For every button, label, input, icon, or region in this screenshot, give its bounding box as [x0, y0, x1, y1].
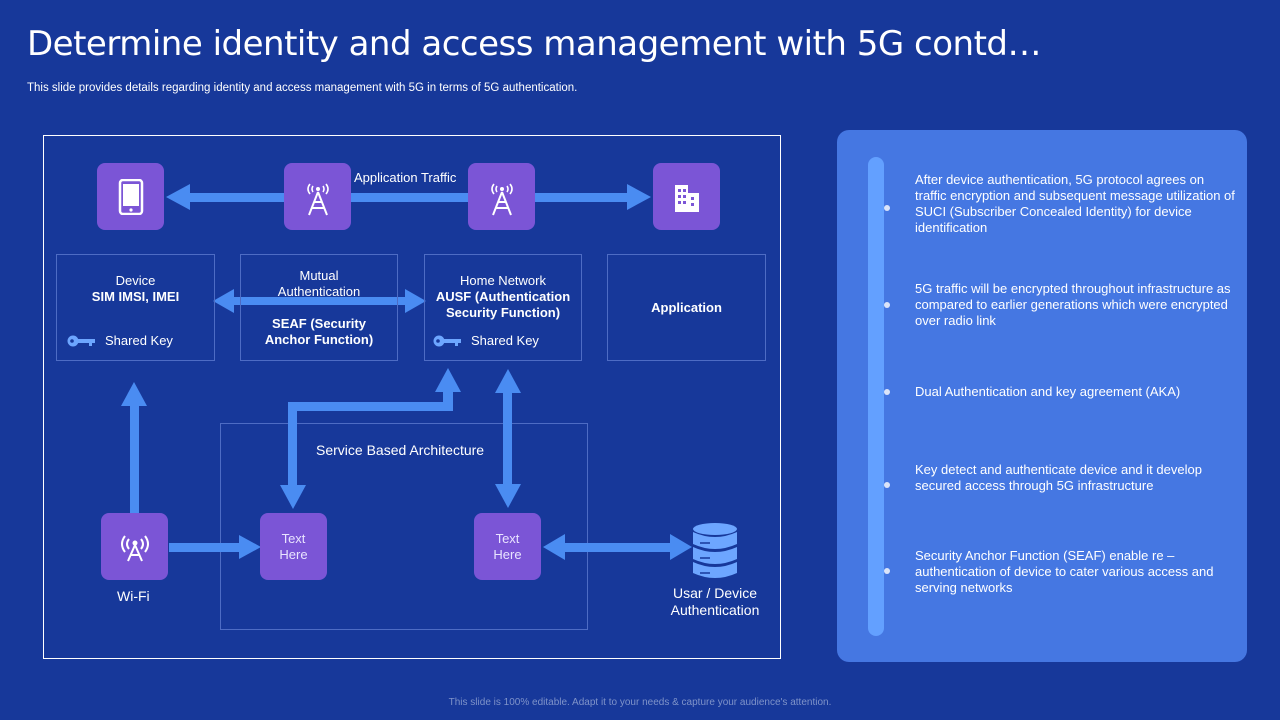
timeline-item-1: After device authentication, 5G protocol…	[915, 172, 1235, 235]
text-here-2-line2: Here	[493, 546, 522, 562]
text-here-tile-1: Text Here	[260, 513, 327, 580]
timeline-dot-1	[884, 205, 890, 211]
user-auth-label: Usar / Device Authentication	[655, 585, 775, 619]
home-shared-key: Shared Key	[433, 333, 539, 348]
application-box-label: Application	[651, 299, 722, 315]
home-line3: Security Function)	[445, 305, 561, 320]
service-based-label: Service Based Architecture	[316, 442, 485, 458]
timeline-bar	[868, 157, 884, 636]
tower-tile-1	[284, 163, 351, 230]
smartphone-icon	[118, 178, 143, 215]
database-icon	[693, 523, 737, 578]
mutual-line4: Anchor Function)	[264, 332, 374, 347]
service-based-architecture-box	[220, 423, 588, 630]
timeline-item-2: 5G traffic will be encrypted throughout …	[915, 281, 1231, 328]
key-icon	[67, 335, 95, 346]
mutual-auth-box: Mutual Authentication SEAF (Security Anc…	[240, 254, 398, 361]
page-subtitle: This slide provides details regarding id…	[27, 82, 578, 94]
device-box: Device SIM IMSI, IMEI	[56, 254, 215, 361]
footer-note: This slide is 100% editable. Adapt it to…	[448, 697, 832, 708]
timeline-dot-5	[884, 568, 890, 574]
tower-tile-2	[468, 163, 535, 230]
text-here-tile-2: Text Here	[474, 513, 541, 580]
arrow-elbow-home	[288, 388, 453, 488]
text-here-1-line1: Text	[281, 530, 306, 546]
key-icon	[433, 335, 461, 346]
arrow-wifi-right	[169, 543, 243, 552]
timeline-item-5: Security Anchor Function (SEAF) enable r…	[915, 548, 1214, 595]
device-box-line1: Device	[115, 273, 156, 288]
device-tile	[97, 163, 164, 230]
mutual-line1: Mutual	[299, 268, 339, 283]
info-panel	[837, 130, 1247, 662]
arrowhead-left	[166, 184, 190, 210]
arrowhead-right	[627, 184, 651, 210]
wifi-label: Wi-Fi	[117, 588, 150, 604]
building-icon	[674, 184, 699, 212]
timeline-item-3: Dual Authentication and key agreement (A…	[915, 384, 1181, 399]
home-network-box: Home Network AUSF (Authentication Securi…	[424, 254, 582, 361]
text-here-1-line2: Here	[279, 546, 308, 562]
timeline-dot-4	[884, 482, 890, 488]
device-shared-key: Shared Key	[67, 333, 173, 348]
timeline-dot-2	[884, 302, 890, 308]
arrow-mutual	[230, 297, 410, 305]
application-traffic-label: Application Traffic	[354, 170, 457, 185]
arrow-wifi-up	[130, 400, 139, 515]
diagram-frame	[43, 135, 781, 659]
device-box-line2: SIM IMSI, IMEI	[91, 289, 180, 304]
text-here-2-line1: Text	[495, 530, 520, 546]
page-title: Determine identity and access management…	[27, 24, 1042, 64]
mutual-line3: SEAF (Security	[272, 316, 366, 331]
user-auth-line2: Authentication	[670, 602, 760, 618]
timeline-dot-3	[884, 389, 890, 395]
device-shared-key-label: Shared Key	[105, 333, 173, 348]
wifi-tile	[101, 513, 168, 580]
arrow-home-vertical	[503, 388, 512, 488]
home-shared-key-label: Shared Key	[471, 333, 539, 348]
arrow-traffic-right	[535, 193, 631, 202]
arrow-traffic-middle	[350, 193, 468, 202]
home-line2: AUSF (Authentication	[435, 289, 571, 304]
user-auth-line1: Usar / Device	[672, 585, 758, 601]
cell-tower-icon	[490, 183, 513, 215]
arrow-traffic-left	[185, 193, 285, 202]
application-tile	[653, 163, 720, 230]
mutual-line2: Authentication	[277, 284, 361, 299]
wifi-antenna-icon	[120, 534, 149, 561]
cell-tower-icon	[306, 183, 329, 215]
home-line1: Home Network	[460, 273, 546, 288]
application-box: Application	[607, 254, 766, 361]
arrow-database	[560, 543, 678, 552]
timeline-item-4: Key detect and authenticate device and i…	[915, 462, 1202, 493]
